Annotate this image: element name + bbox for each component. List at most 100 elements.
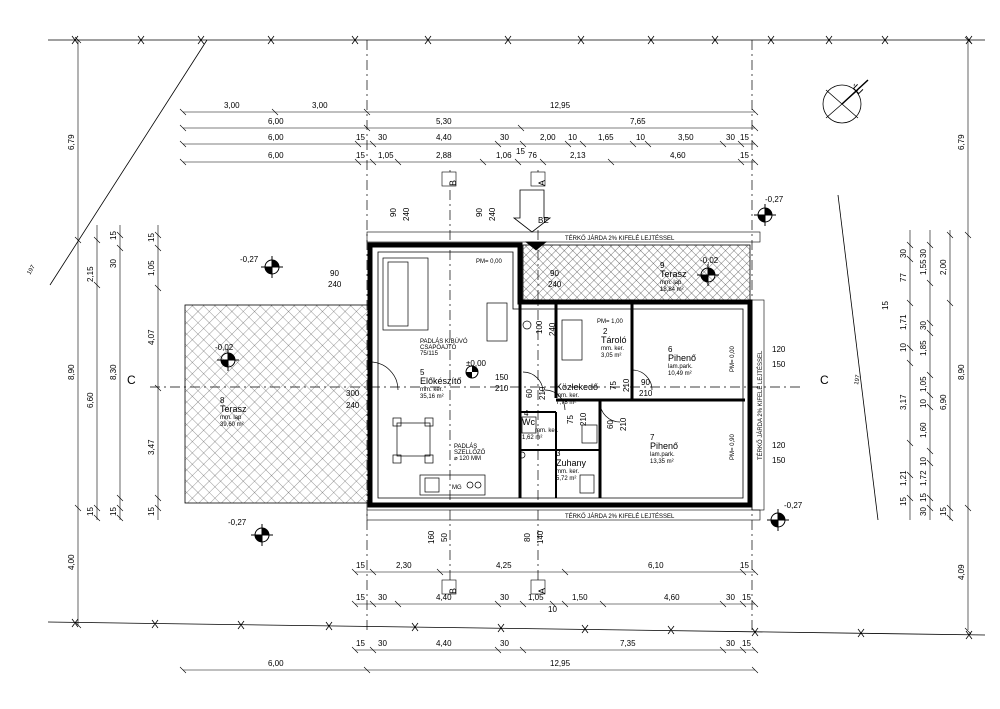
svg-text:Tároló: Tároló — [601, 335, 627, 345]
svg-text:13,35 m²: 13,35 m² — [650, 459, 674, 465]
svg-text:100: 100 — [535, 320, 544, 334]
svg-text:90: 90 — [550, 269, 559, 278]
furniture — [382, 257, 598, 496]
svg-text:300: 300 — [346, 389, 360, 398]
svg-text:6,00: 6,00 — [268, 659, 284, 668]
svg-text:210: 210 — [495, 384, 509, 393]
svg-text:15: 15 — [356, 133, 365, 142]
svg-text:Pihenő: Pihenő — [650, 441, 678, 451]
svg-text:210: 210 — [639, 389, 653, 398]
svg-text:30: 30 — [899, 249, 908, 258]
svg-text:76: 76 — [528, 151, 537, 160]
svg-text:90: 90 — [389, 208, 398, 217]
dimension-lines — [74, 36, 972, 674]
svg-text:1,06: 1,06 — [496, 151, 512, 160]
svg-text:39,60 m²: 39,60 m² — [220, 422, 244, 428]
svg-text:15: 15 — [742, 639, 751, 648]
svg-text:30: 30 — [726, 133, 735, 142]
svg-text:15: 15 — [147, 507, 156, 516]
svg-text:8,30: 8,30 — [109, 364, 118, 380]
svg-text:1,60: 1,60 — [919, 422, 928, 438]
paving-bottom — [366, 509, 761, 521]
level-c: -0,27 — [228, 518, 247, 527]
svg-text:50: 50 — [440, 533, 449, 542]
room-5: 5 Előkészítő mm. ker. 35,16 m² — [420, 368, 462, 400]
svg-text:15: 15 — [109, 231, 118, 240]
svg-text:210: 210 — [579, 412, 588, 426]
top-dimension-texts: 3,00 3,00 12,95 6,00 5,30 7,65 6,00 15 3… — [224, 101, 749, 160]
left-dimension-texts: 6,79 8,90 4,00 2,15 6,60 15 30 15 8,30 1… — [67, 134, 156, 570]
svg-text:80: 80 — [523, 533, 532, 542]
svg-text:6,79: 6,79 — [957, 134, 966, 150]
boundary-label-right: 197 — [854, 374, 862, 386]
svg-text:77: 77 — [899, 273, 908, 282]
svg-text:1,05: 1,05 — [528, 593, 544, 602]
svg-text:6,79: 6,79 — [67, 134, 76, 150]
terrace-9 — [522, 244, 751, 303]
svg-text:4,60: 4,60 — [664, 593, 680, 602]
section-a-top: A — [537, 180, 547, 186]
svg-text:90: 90 — [475, 208, 484, 217]
svg-text:2,30: 2,30 — [396, 561, 412, 570]
svg-text:1,05: 1,05 — [147, 260, 156, 276]
room-8: 8 Terasz mm. lap 39,60 m² — [220, 396, 247, 428]
svg-text:10: 10 — [548, 605, 557, 614]
svg-text:210: 210 — [622, 378, 631, 392]
svg-text:SZELLŐZŐ: SZELLŐZŐ — [454, 449, 486, 456]
right-dimension-texts: 6,79 8,90 4,09 2,00 6,90 15 1,55 30 1,85… — [881, 134, 966, 580]
section-c-left: C — [127, 373, 136, 387]
level-d: -0,27 — [765, 195, 784, 204]
svg-text:mm. lap: mm. lap — [660, 280, 682, 286]
svg-text:3,00: 3,00 — [312, 101, 328, 110]
svg-text:15: 15 — [516, 147, 525, 156]
svg-text:5,30: 5,30 — [436, 117, 452, 126]
svg-text:10,49 m²: 10,49 m² — [668, 371, 692, 377]
entrance-label: BE — [538, 216, 549, 225]
svg-text:15: 15 — [740, 133, 749, 142]
svg-text:4,60: 4,60 — [670, 151, 686, 160]
svg-text:7,78 m²: 7,78 m² — [556, 400, 576, 406]
pm-4: PM= 0,90 — [730, 433, 736, 460]
svg-text:6: 6 — [668, 345, 673, 354]
svg-text:90: 90 — [641, 378, 650, 387]
level-e: -0,02 — [700, 256, 719, 265]
svg-text:3,50: 3,50 — [678, 133, 694, 142]
svg-text:mm. ker.: mm. ker. — [556, 469, 579, 475]
svg-text:4,07: 4,07 — [147, 329, 156, 345]
svg-text:35,16 m²: 35,16 m² — [420, 394, 444, 400]
svg-text:Zuhany: Zuhany — [556, 458, 587, 468]
svg-text:4,00: 4,00 — [67, 554, 76, 570]
svg-text:Terasz: Terasz — [660, 269, 687, 279]
svg-text:240: 240 — [548, 280, 562, 289]
svg-text:Előkészítő: Előkészítő — [420, 376, 462, 386]
svg-text:15: 15 — [109, 507, 118, 516]
mg-label: MG — [452, 485, 462, 491]
pm-3: PM= 0,00 — [730, 345, 736, 372]
svg-text:15: 15 — [356, 561, 365, 570]
walls — [367, 242, 753, 508]
svg-text:6,10: 6,10 — [648, 561, 664, 570]
svg-text:30: 30 — [726, 639, 735, 648]
svg-text:7,65: 7,65 — [630, 117, 646, 126]
svg-text:1,62 m²: 1,62 m² — [522, 435, 542, 441]
svg-text:⌀ 120 MM: ⌀ 120 MM — [454, 456, 481, 462]
svg-text:75: 75 — [609, 381, 618, 390]
svg-text:10: 10 — [919, 399, 928, 408]
level-g: ±0,00 — [466, 359, 487, 368]
svg-text:150: 150 — [772, 456, 786, 465]
section-b-top: B — [448, 180, 458, 186]
svg-text:15: 15 — [881, 301, 890, 310]
svg-text:15: 15 — [919, 493, 928, 502]
svg-text:Terasz: Terasz — [220, 404, 247, 414]
svg-text:1,71: 1,71 — [899, 314, 908, 330]
svg-text:mm. ker.: mm. ker. — [535, 428, 558, 434]
svg-text:1,05: 1,05 — [919, 376, 928, 392]
section-a-bottom: A — [537, 588, 547, 594]
section-b-bottom: B — [448, 588, 458, 594]
svg-text:15: 15 — [356, 639, 365, 648]
svg-text:30: 30 — [378, 593, 387, 602]
svg-text:2,15: 2,15 — [86, 266, 95, 282]
svg-text:4: 4 — [524, 409, 529, 418]
svg-text:15: 15 — [740, 151, 749, 160]
